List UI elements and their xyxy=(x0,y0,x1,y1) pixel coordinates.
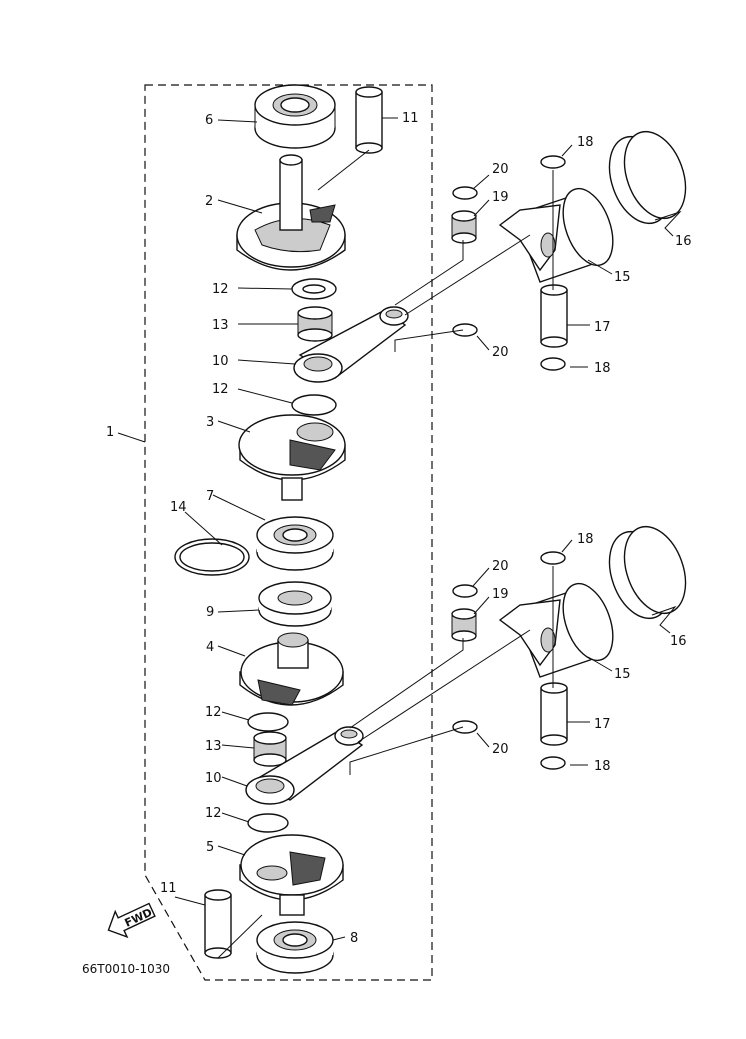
callout-13b: 13 xyxy=(205,739,222,754)
callout-20c: 20 xyxy=(492,559,509,574)
callout-leaders xyxy=(117,117,682,941)
callout-10a: 10 xyxy=(212,354,229,369)
callout-3: 3 xyxy=(206,415,214,430)
callout-13a: 13 xyxy=(212,318,229,333)
snap-ring-14 xyxy=(174,538,250,576)
callout-16a: 16 xyxy=(675,234,692,249)
fwd-arrow-icon: FWD xyxy=(107,902,156,939)
assembly-guide-lines xyxy=(217,149,554,959)
dowel-pin-11-upper xyxy=(355,86,383,154)
thrust-washer-12b xyxy=(291,394,337,416)
callout-1: 1 xyxy=(106,425,114,440)
dowel-pin-11-lower xyxy=(204,889,232,959)
callout-20d: 20 xyxy=(492,742,509,757)
callout-11a: 11 xyxy=(402,111,419,126)
thrust-washer-12a-hole xyxy=(302,284,326,294)
diagram-code: 66T0010-1030 xyxy=(82,962,170,976)
piston-15a xyxy=(498,187,614,283)
crank-web-3 xyxy=(238,414,346,501)
callout-4: 4 xyxy=(206,640,214,655)
callout-18d: 18 xyxy=(594,759,611,774)
piston-rings-16b xyxy=(608,525,687,620)
callout-19b: 19 xyxy=(492,587,509,602)
thrust-washer-12d xyxy=(247,813,289,833)
piston-pin-17a xyxy=(540,284,568,348)
callout-6: 6 xyxy=(205,113,213,128)
assembly-boundary xyxy=(144,84,433,981)
callout-15b: 15 xyxy=(614,667,631,682)
callout-10b: 10 xyxy=(205,771,222,786)
oil-seal-9 xyxy=(258,581,332,627)
callout-2: 2 xyxy=(205,194,213,209)
callout-12d: 12 xyxy=(205,806,222,821)
bearing-6 xyxy=(254,84,336,149)
callout-18b: 18 xyxy=(594,361,611,376)
piston-15b xyxy=(498,582,614,678)
washer-20b xyxy=(452,323,478,337)
crank-web-2 xyxy=(236,154,346,271)
crank-web-4 xyxy=(239,632,344,706)
callout-7: 7 xyxy=(206,489,214,504)
callout-5: 5 xyxy=(206,840,214,855)
clip-18d xyxy=(540,756,566,770)
washer-20d xyxy=(452,720,478,734)
piston-rings-16a xyxy=(608,130,687,225)
piston-pin-17b xyxy=(540,682,568,746)
callout-17b: 17 xyxy=(594,717,611,732)
callout-9: 9 xyxy=(206,605,214,620)
connecting-rod-10a xyxy=(293,306,409,383)
washer-20c xyxy=(452,584,478,598)
callout-14: 14 xyxy=(170,500,187,515)
callout-12a: 12 xyxy=(212,282,229,297)
needle-bearing-13b xyxy=(253,731,287,767)
needle-bearing-19a xyxy=(451,210,477,244)
crank-web-5 xyxy=(239,834,344,916)
callout-20a: 20 xyxy=(492,162,509,177)
bearing-8 xyxy=(256,921,334,974)
clip-18a xyxy=(540,155,566,169)
clip-18b xyxy=(540,357,566,371)
thrust-washer-12c xyxy=(247,712,289,732)
callout-11b: 11 xyxy=(160,881,177,896)
clip-18c xyxy=(540,551,566,565)
callout-18c: 18 xyxy=(577,532,594,547)
callout-12b: 12 xyxy=(212,382,229,397)
needle-bearing-13a xyxy=(297,306,333,342)
callout-8: 8 xyxy=(350,931,358,946)
bearing-7 xyxy=(256,516,334,571)
needle-bearing-19b xyxy=(451,608,477,642)
callout-15a: 15 xyxy=(614,270,631,285)
callout-18a: 18 xyxy=(577,135,594,150)
callout-12c: 12 xyxy=(205,705,222,720)
callout-20b: 20 xyxy=(492,345,509,360)
callout-17a: 17 xyxy=(594,320,611,335)
washer-20a xyxy=(452,186,478,200)
connecting-rod-10b xyxy=(245,726,364,805)
callout-19a: 19 xyxy=(492,190,509,205)
callout-16b: 16 xyxy=(670,634,687,649)
